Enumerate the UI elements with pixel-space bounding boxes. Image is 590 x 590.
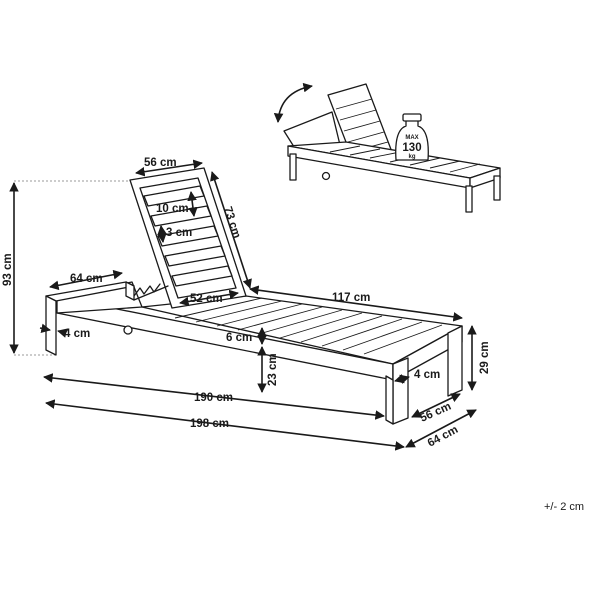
inset-lounger-drawing [273, 82, 501, 213]
curved-double-arrow-icon [273, 82, 313, 123]
label-leg-height: 29 cm [479, 341, 491, 374]
label-bed-length: 190 cm [194, 392, 233, 404]
label-inner-width: 56 cm [418, 401, 453, 425]
label-armrest-length: 64 cm [70, 273, 103, 285]
label-seat-length: 117 cm [332, 292, 370, 304]
label-frame-thickness: 4 cm [64, 328, 90, 340]
label-slat-gap: 3 cm [166, 227, 192, 239]
max-load-value: 130 [402, 142, 421, 154]
main-lounger-drawing [14, 167, 463, 425]
dimension-arrows [9, 159, 477, 451]
weight-icon: MAX 130 kg [395, 113, 429, 161]
label-backrest-width: 56 cm [144, 157, 177, 169]
label-seat-height: 23 cm [267, 353, 279, 386]
label-backrest-inner-width: 52 cm [190, 293, 223, 305]
max-load-unit: kg [408, 154, 415, 160]
label-total-length: 198 cm [190, 418, 229, 430]
label-total-height: 93 cm [2, 253, 14, 286]
tolerance-note: +/- 2 cm [544, 501, 584, 513]
label-leg-thickness: 4 cm [414, 369, 440, 381]
label-slat-pitch: 10 cm [156, 203, 189, 215]
label-frame-depth: 6 cm [226, 332, 252, 344]
max-load-label: MAX [405, 135, 418, 141]
